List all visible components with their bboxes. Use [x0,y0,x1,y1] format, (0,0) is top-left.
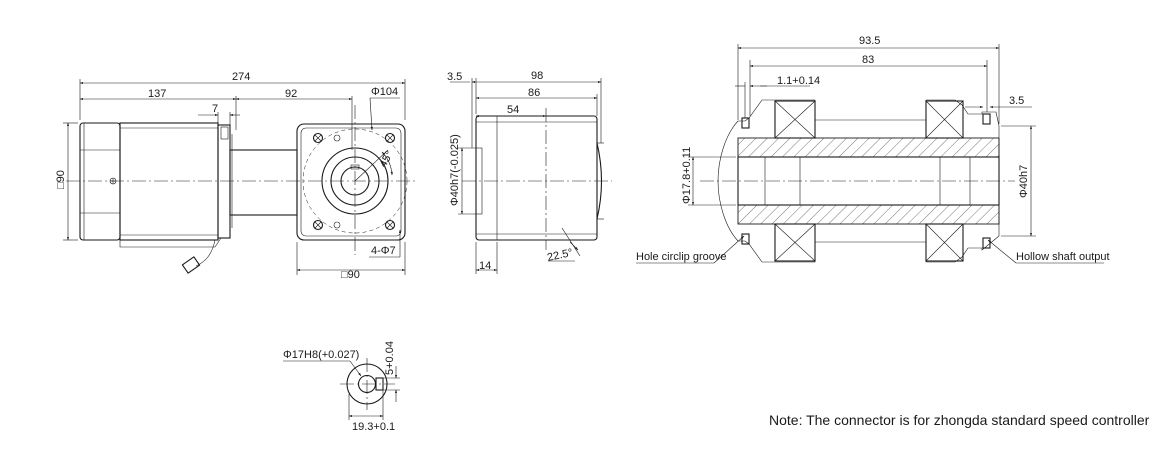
bore-detail: Φ17H8(+0.027) 5+0.04 19.3+0.1 [283,341,400,433]
mount-hole-icon [312,219,324,231]
dim-overall: 93.5 [859,35,880,47]
dim-flange-square: □90 [341,269,360,281]
dim-gap: 7 [212,103,218,115]
dim-mount-holes: 4-Φ7 [371,245,396,257]
shaft-wall-top [737,137,1000,158]
dim-offset: 3.5 [447,71,462,83]
connector-plug [181,256,201,274]
dim-bore-diameter: Φ17.8+0.11 [681,147,693,204]
section-view: 93.5 83 1.1+0.14 3.5 Φ17.8+0.11 Φ40h7 Ho… [636,35,1110,264]
callout-hollow-shaft: Hollow shaft output [1016,251,1110,263]
front-view: 3.5 98 86 54 Φ40h7(-0.025) 14 22.5° [447,70,612,274]
mount-hole-icon [384,132,396,144]
gearbox-side [475,115,598,241]
dim-length-86: 86 [528,87,540,99]
motor-body [119,122,219,241]
dim-length-54: 54 [507,104,519,116]
cable-lead [195,239,216,267]
dim-bore-tolerance: Φ17H8(+0.027) [283,349,359,361]
bearing-icon [925,100,964,139]
dim-key-depth: 19.3+0.1 [352,421,395,433]
dim-inner: 83 [862,54,874,66]
dim-gearbox-length: 92 [285,88,297,100]
flange-face [296,123,406,241]
dim-flange-circle: Φ104 [371,86,398,98]
bearing-icon [774,100,816,139]
bearing-icon [774,223,816,262]
dim-angle: 45° [377,149,396,169]
motor-end-cap [79,122,121,241]
bearing-icon [925,223,964,262]
mount-hole-icon [384,219,396,231]
dim-key-width: 5+0.04 [384,341,396,375]
cable [119,237,222,248]
dim-length-98: 98 [531,70,543,82]
dim-groove-width: 1.1+0.14 [777,75,820,87]
adapter-plate [217,124,231,239]
dim-motor-length: 137 [148,88,166,100]
dim-chamfer-angle: 22.5° [546,247,574,264]
dim-base-thickness: 14 [479,260,491,272]
dim-pilot-diameter: Φ40h7(-0.025) [449,134,461,206]
dim-overall-length: 274 [232,71,250,83]
dim-height: □90 [55,170,67,189]
mount-hole-icon [312,132,324,144]
shaft-wall-bottom [737,204,1000,225]
dim-outer-diameter: Φ40h7 [1018,165,1030,198]
connector-note: Note: The connector is for zhongda stand… [769,412,1150,428]
callout-circlip-groove: Hole circlip groove [636,251,726,263]
gearbox-body [229,149,298,216]
side-view: 274 137 7 92 Φ104 □90 45° 4-Φ7 □90 [55,71,415,281]
dim-right-offset: 3.5 [1009,95,1024,107]
